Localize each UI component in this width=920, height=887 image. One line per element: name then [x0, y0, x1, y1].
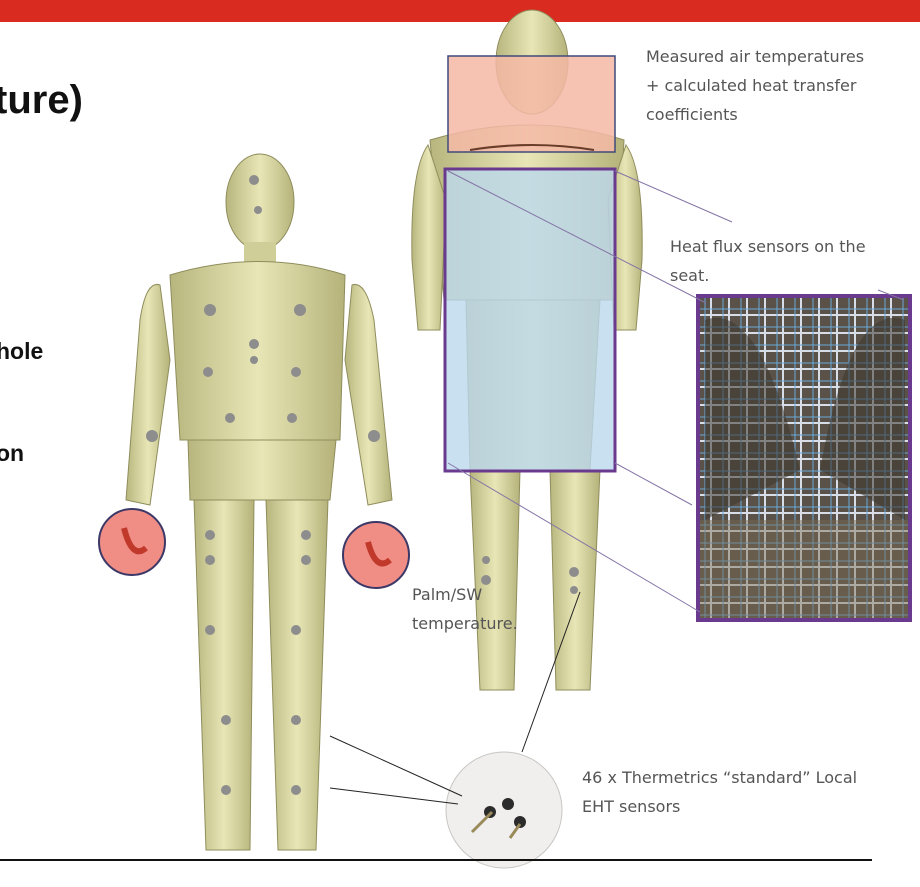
torso-seat-region: [445, 169, 615, 471]
caption-line: + calculated heat transfer: [646, 71, 916, 100]
head-air-region: [448, 56, 615, 152]
palm-caption: Palm/SW temperature.: [412, 580, 518, 638]
air-temperature-caption: Measured air temperatures + calculated h…: [646, 42, 916, 129]
caption-line: 46 x Thermetrics “standard” Local: [582, 763, 920, 792]
caption-line: seat.: [670, 261, 920, 290]
caption-line: EHT sensors: [582, 792, 920, 821]
eht-sensors-caption: 46 x Thermetrics “standard” Local EHT se…: [582, 763, 920, 821]
caption-line: coefficients: [646, 100, 916, 129]
seat-photo: [698, 296, 910, 620]
caption-line: Palm/SW: [412, 580, 518, 609]
seat-heat-flux-caption: Heat flux sensors on the seat.: [670, 232, 920, 290]
caption-line: Measured air temperatures: [646, 42, 916, 71]
caption-line: Heat flux sensors on the: [670, 232, 920, 261]
eht-sensor-photo: [446, 752, 562, 868]
caption-line: temperature.: [412, 609, 518, 638]
